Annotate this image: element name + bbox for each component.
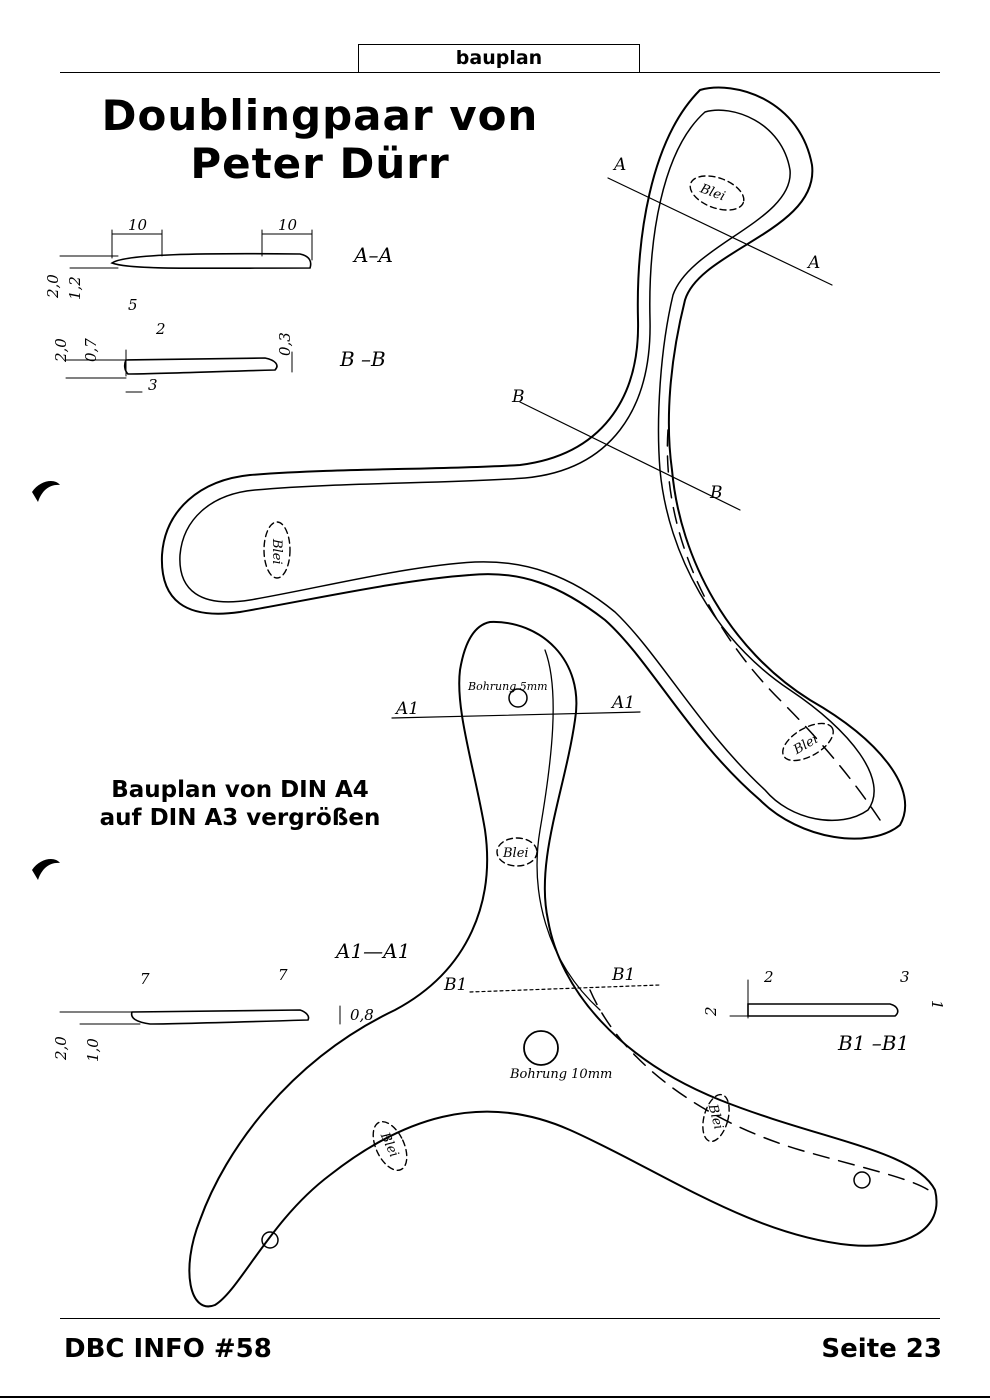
dim-aa-1: 10 bbox=[128, 216, 148, 234]
dim-a1a1-1: 7 bbox=[140, 970, 150, 988]
title-line-2: Peter Dürr bbox=[190, 139, 450, 188]
footer-page-number: Seite 23 bbox=[821, 1334, 942, 1364]
punch-mark-2 bbox=[32, 858, 60, 880]
dim-b1b1-2: 3 bbox=[900, 968, 910, 986]
bottom-border bbox=[0, 1396, 990, 1398]
lower-boomerang-outline bbox=[188, 620, 938, 1308]
cut-line-b bbox=[519, 401, 741, 511]
dim-b1b1-1: 2 bbox=[763, 968, 774, 986]
upper-boomerang-inner-outline bbox=[179, 109, 875, 822]
dim-bb-6: 0,3 bbox=[276, 332, 294, 356]
footer-rule bbox=[60, 1318, 940, 1319]
cut-label-a1-1: A1 bbox=[394, 699, 419, 719]
hole-large-label: Bohrung 10mm bbox=[509, 1067, 612, 1082]
section-a1a1-profile bbox=[130, 1009, 310, 1025]
cut-label-a-2: A bbox=[806, 253, 820, 273]
hole-large bbox=[523, 1030, 559, 1066]
dim-a1a1-3: 2,0 bbox=[52, 1036, 70, 1061]
note-line-1: Bauplan von DIN A4 bbox=[111, 777, 369, 803]
weight-oval-lower-1 bbox=[496, 837, 538, 867]
weight-oval-upper-3 bbox=[782, 722, 834, 762]
upper-boomerang-outline bbox=[160, 86, 906, 840]
dim-bb-3: 2,0 bbox=[52, 338, 70, 363]
dim-aa-3: 2,0 bbox=[44, 274, 62, 299]
cut-line-a bbox=[607, 177, 833, 286]
footer-publication: DBC INFO #58 bbox=[64, 1334, 272, 1364]
weight-label-upper-2: Blei bbox=[269, 538, 284, 565]
section-bb-label: B –B bbox=[339, 347, 386, 371]
weight-label-upper-3: Blei bbox=[790, 732, 821, 758]
hole-left-tip bbox=[261, 1231, 279, 1249]
weight-oval-lower-2 bbox=[372, 1121, 408, 1171]
dim-bb-1: 5 bbox=[128, 296, 138, 314]
cut-label-b1-1: B1 bbox=[443, 975, 467, 995]
cut-line-a1 bbox=[391, 711, 641, 719]
cut-label-a-1: A bbox=[612, 155, 626, 175]
dim-a1a1-4: 1,0 bbox=[84, 1038, 102, 1062]
section-aa-profile bbox=[110, 252, 312, 270]
dim-b1b1-4: 1 bbox=[928, 1000, 946, 1010]
upper-trailing-edge-dashed bbox=[666, 429, 881, 821]
cut-label-b-2: B bbox=[709, 483, 723, 503]
section-b1b1-label: B1 –B1 bbox=[837, 1031, 909, 1055]
weight-oval-upper-1 bbox=[689, 175, 745, 211]
lower-trailing-edge-dashed bbox=[589, 989, 936, 1196]
dim-a1a1-2: 7 bbox=[278, 966, 288, 984]
dim-bb-2: 2 bbox=[155, 320, 166, 338]
dim-bb-5: 3 bbox=[148, 376, 158, 394]
dim-aa-4: 1,2 bbox=[66, 276, 84, 300]
note-line-2: auf DIN A3 vergrößen bbox=[99, 805, 381, 831]
hole-small-label: Bohrung 5mm bbox=[467, 680, 548, 693]
section-a1a1-label: A1—A1 bbox=[334, 939, 410, 963]
weight-label-upper-1: Blei bbox=[697, 181, 727, 204]
weight-oval-upper-2 bbox=[263, 521, 291, 579]
dim-bb-4: 0,7 bbox=[82, 338, 100, 362]
weight-label-lower-3: Blei bbox=[704, 1102, 725, 1132]
section-aa-label: A–A bbox=[352, 243, 393, 267]
punch-mark-1 bbox=[32, 480, 60, 502]
weight-oval-lower-3 bbox=[702, 1093, 730, 1143]
title-line-1: Doublingpaar von bbox=[101, 91, 539, 140]
scale-note: Bauplan von DIN A4 auf DIN A3 vergrößen bbox=[60, 776, 420, 832]
weight-label-lower-1: Blei bbox=[502, 846, 529, 861]
lower-inner-edge bbox=[536, 649, 601, 1011]
weight-label-lower-2: Blei bbox=[376, 1129, 401, 1159]
dim-b1b1-3: 2 bbox=[702, 1006, 720, 1017]
section-label: bauplan bbox=[358, 44, 640, 72]
page-title: Doublingpaar von Peter Dürr bbox=[60, 92, 580, 188]
dim-a1a1-5: 0,8 bbox=[350, 1006, 374, 1024]
cut-line-b1 bbox=[469, 984, 661, 993]
cut-label-b1-2: B1 bbox=[611, 965, 635, 985]
cut-label-b-1: B bbox=[511, 387, 525, 407]
hole-right-tip bbox=[853, 1171, 871, 1189]
section-bb-profile bbox=[123, 357, 278, 375]
header-rule bbox=[60, 72, 940, 73]
dim-aa-2: 10 bbox=[278, 216, 298, 234]
cut-label-a1-2: A1 bbox=[610, 693, 635, 713]
section-b1b1-profile bbox=[747, 1003, 899, 1017]
hole-small bbox=[508, 688, 528, 708]
